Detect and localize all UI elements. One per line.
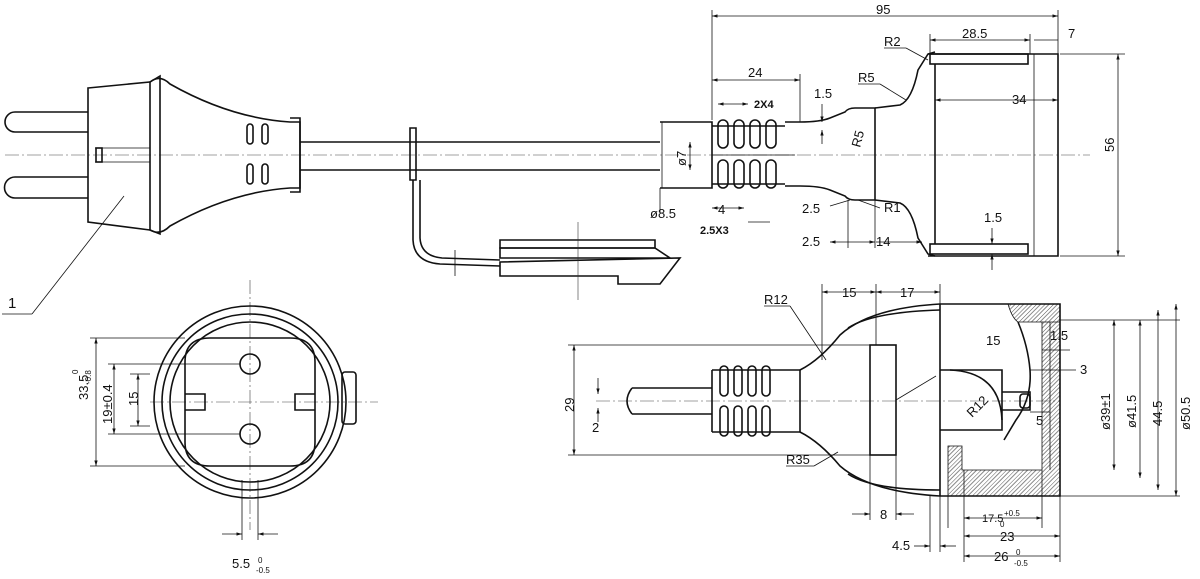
dim-pin-spacing: 19±0.4 bbox=[100, 384, 115, 424]
dim-ring-spacing: 2X4 bbox=[754, 99, 774, 111]
dim-seg-15: 15 bbox=[842, 285, 856, 300]
dim-face-height: 33.5 bbox=[76, 375, 91, 400]
dim-width-17-5: 17.5 bbox=[982, 513, 1003, 525]
dim-neck-14: 14 bbox=[876, 234, 890, 249]
dim-face-height-tol-bottom: -0.8 bbox=[84, 370, 93, 384]
dim-ring-pitch: 2.5X3 bbox=[700, 225, 729, 237]
dim-width-17-5-tol-top: +0.5 bbox=[1004, 509, 1020, 518]
socket-face-view: 33.5 0 -0.8 19±0.4 15 5.5 0 -0.5 bbox=[71, 280, 378, 575]
dim-cable-dia: ø7 bbox=[674, 151, 689, 166]
dim-cable-2: 2 bbox=[592, 420, 599, 435]
dim-dia-50-5: ø50.5 bbox=[1178, 397, 1193, 430]
dim-socket-body: 34 bbox=[1012, 92, 1026, 107]
dim-step-2-5-lower: 2.5 bbox=[802, 234, 820, 249]
dim-socket-front: 28.5 bbox=[962, 26, 987, 41]
dim-step-top: 1.5 bbox=[814, 86, 832, 101]
dim-depth-3: 3 bbox=[1080, 362, 1087, 377]
dim-width-17-5-tol-bottom: 0 bbox=[1000, 520, 1005, 529]
socket-side-section bbox=[596, 303, 1061, 497]
dim-overall-length: 95 bbox=[876, 2, 890, 17]
radius-5-mid-label: R5 bbox=[848, 129, 867, 149]
dim-depth-1-5: 1.5 bbox=[1050, 328, 1068, 343]
dim-width-8: 8 bbox=[880, 507, 887, 522]
radius-5-upper-label: R5 bbox=[858, 70, 875, 85]
callout-number: 1 bbox=[8, 295, 16, 312]
dim-slot-tol-top: 0 bbox=[258, 556, 263, 565]
dim-dia-44-5: 44.5 bbox=[1150, 401, 1165, 426]
dim-width-23: 23 bbox=[1000, 529, 1014, 544]
dim-width-4-5: 4.5 bbox=[892, 538, 910, 553]
radius-35-label: R35 bbox=[786, 452, 810, 467]
radius-12-inner-label: R12 bbox=[964, 393, 991, 420]
dim-depth-5: 5 bbox=[1036, 413, 1043, 428]
dim-dia-39: ø39±1 bbox=[1098, 393, 1113, 430]
dim-width-26-tol-bottom: -0.5 bbox=[1014, 559, 1028, 568]
dim-width-26-tol-top: 0 bbox=[1016, 548, 1021, 557]
dim-grip-length: 24 bbox=[748, 65, 762, 80]
dim-height-29: 29 bbox=[562, 398, 577, 412]
dim-step-2-5-upper: 2.5 bbox=[802, 201, 820, 216]
radius-12-outer-label: R12 bbox=[764, 292, 788, 307]
dim-seg-17: 17 bbox=[900, 285, 914, 300]
dim-segment-4: 4 bbox=[718, 202, 725, 217]
top-view-dimensions: 95 28.5 7 34 56 24 2X4 1.5 ø7 ø8.5 4 2.5… bbox=[650, 2, 1125, 270]
dim-width-26: 26 bbox=[994, 549, 1008, 564]
callout-1: 1 bbox=[2, 195, 125, 315]
side-view-dimensions: R12 15 17 15 1.5 3 5 R12 R35 29 2 bbox=[562, 284, 1193, 568]
dim-radius-1: R1 bbox=[884, 200, 901, 215]
dim-face-height-tol-top: 0 bbox=[71, 369, 80, 374]
dim-depth-15: 15 bbox=[986, 333, 1000, 348]
dim-slot: 5.5 bbox=[232, 556, 250, 571]
dim-step-bottom: 1.5 bbox=[984, 210, 1002, 225]
plug-side-view bbox=[3, 51, 1090, 300]
dim-lip: 7 bbox=[1068, 26, 1075, 41]
dim-height-56: 56 bbox=[1102, 138, 1117, 152]
dim-dia-41-5: ø41.5 bbox=[1124, 395, 1139, 428]
dim-inner-15: 15 bbox=[126, 392, 141, 406]
radius-2-label: R2 bbox=[884, 34, 901, 49]
dim-cable-outer-dia: ø8.5 bbox=[650, 206, 676, 221]
dim-slot-tol-bottom: -0.5 bbox=[256, 566, 270, 575]
